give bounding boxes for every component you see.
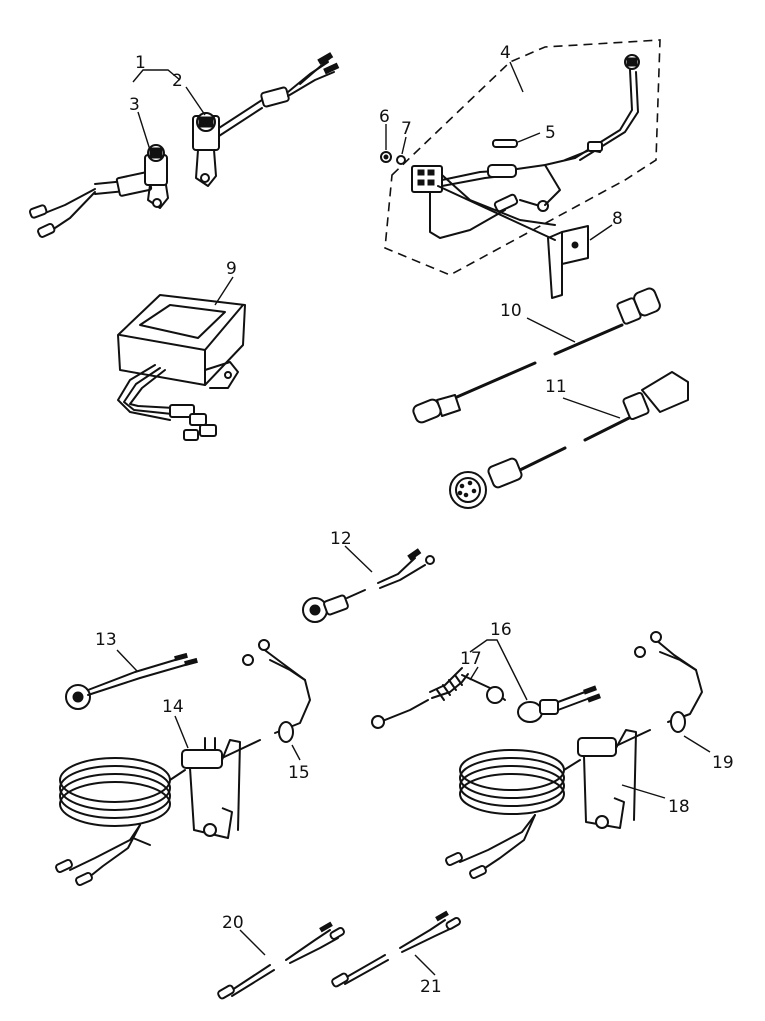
part-15-grommet-lead: [291, 744, 301, 761]
label-3: 3: [129, 95, 140, 115]
label-16: 16: [490, 620, 512, 640]
label-21: 21: [420, 977, 442, 997]
label-1: 1: [135, 53, 146, 73]
label-4: 4: [500, 43, 511, 63]
part-21-wire-lead: [331, 910, 461, 988]
part-11-main-cable: [449, 371, 689, 509]
label-9: 9: [226, 259, 237, 279]
part-16-17-lanyard-switch: [371, 639, 601, 729]
part-18-coil-cable-bracket: [445, 631, 703, 880]
label-14: 14: [162, 697, 184, 717]
part-2-switch-harness: [185, 52, 340, 187]
part-labels: 1 2 3 4 5 6 7 8 9 10 11 12 13 14 15 16 1…: [95, 43, 734, 997]
part-20-wire-lead: [217, 921, 345, 1000]
part-6-nut: [380, 124, 392, 163]
label-11: 11: [545, 377, 567, 397]
part-1-bracket: [132, 69, 181, 83]
part-7-washer: [396, 136, 407, 165]
label-6: 6: [379, 107, 390, 127]
part-8-bracket: [437, 185, 613, 299]
label-17: 17: [460, 649, 482, 669]
label-10: 10: [500, 301, 522, 321]
label-8: 8: [612, 209, 623, 229]
part-3-switch-harness: [28, 111, 169, 238]
part-9-control-unit: [117, 276, 246, 441]
label-2: 2: [172, 71, 183, 91]
part-19-grommet-lead: [683, 735, 711, 753]
label-19: 19: [712, 753, 734, 773]
label-20: 20: [222, 913, 244, 933]
part-10-extension-cable: [412, 287, 661, 424]
part-13-switch-lead: [65, 649, 198, 710]
part-14-coil-cable-bracket: [55, 639, 311, 887]
label-15: 15: [288, 763, 310, 783]
part-5-fuse: [492, 132, 541, 148]
label-13: 13: [95, 630, 117, 650]
part-12-sensor: [302, 545, 435, 623]
label-18: 18: [668, 797, 690, 817]
label-7: 7: [401, 119, 412, 139]
label-12: 12: [330, 529, 352, 549]
part-4-relay-harness: [411, 54, 640, 239]
label-5: 5: [545, 123, 556, 143]
part-4-harness-assembly: [384, 39, 661, 276]
